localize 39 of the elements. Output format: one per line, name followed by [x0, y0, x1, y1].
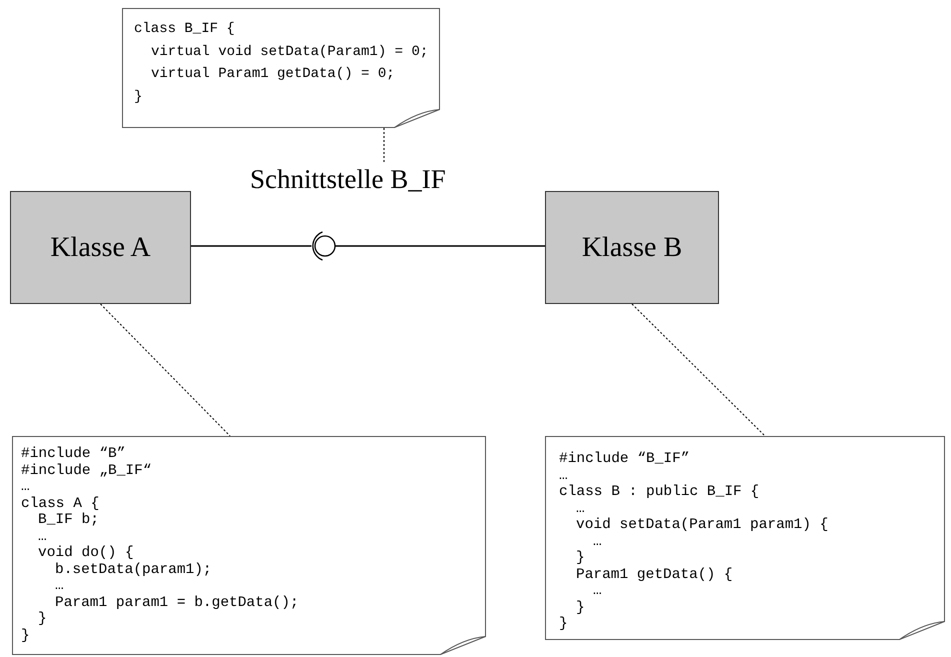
- code-note: [545, 436, 945, 640]
- code-line: …: [38, 530, 47, 544]
- code-line: Param1 getData() {: [576, 568, 733, 582]
- code-line: }: [38, 612, 47, 626]
- code-line: }: [134, 90, 142, 104]
- class-name: Klasse A: [50, 232, 151, 264]
- code-line: class B : public B_IF {: [559, 485, 760, 500]
- code-line: class A {: [21, 496, 100, 511]
- dotted-connector: [632, 304, 766, 436]
- code-line: void do() {: [38, 546, 134, 560]
- code-line: …: [55, 579, 64, 594]
- code-line: Param1 param1 = b.getData();: [55, 596, 299, 610]
- code-note: [122, 8, 440, 128]
- code-line: #include “B”: [21, 447, 126, 462]
- class-name: Klasse B: [582, 232, 682, 264]
- code-line: …: [593, 534, 602, 549]
- code-line: }: [21, 628, 30, 643]
- code-line: virtual void setData(Param1) = 0;: [151, 44, 428, 58]
- dotted-connector: [100, 304, 231, 436]
- class-box: [10, 191, 191, 304]
- code-line: virtual Param1 getData() = 0;: [151, 67, 395, 81]
- interface-label: Schnittstelle B_IF: [250, 164, 446, 195]
- code-line: }: [576, 600, 585, 615]
- code-line: void setData(Param1 param1) {: [576, 518, 828, 532]
- code-line: }: [576, 551, 585, 566]
- code-line: …: [559, 468, 568, 483]
- code-line: …: [21, 480, 30, 494]
- connector-line: [335, 245, 545, 247]
- code-line: …: [593, 584, 602, 598]
- code-line: #include “B_IF”: [559, 452, 690, 466]
- required-interface-connector: [191, 231, 324, 261]
- code-line: b.setData(param1);: [55, 562, 212, 577]
- code-line: B_IF b;: [38, 513, 99, 528]
- class-box: [545, 191, 719, 304]
- code-note: [12, 436, 486, 655]
- code-line: }: [559, 617, 568, 632]
- code-line: class B_IF {: [134, 22, 235, 36]
- code-line: #include „B_IF“: [21, 464, 152, 478]
- code-line: …: [576, 502, 585, 516]
